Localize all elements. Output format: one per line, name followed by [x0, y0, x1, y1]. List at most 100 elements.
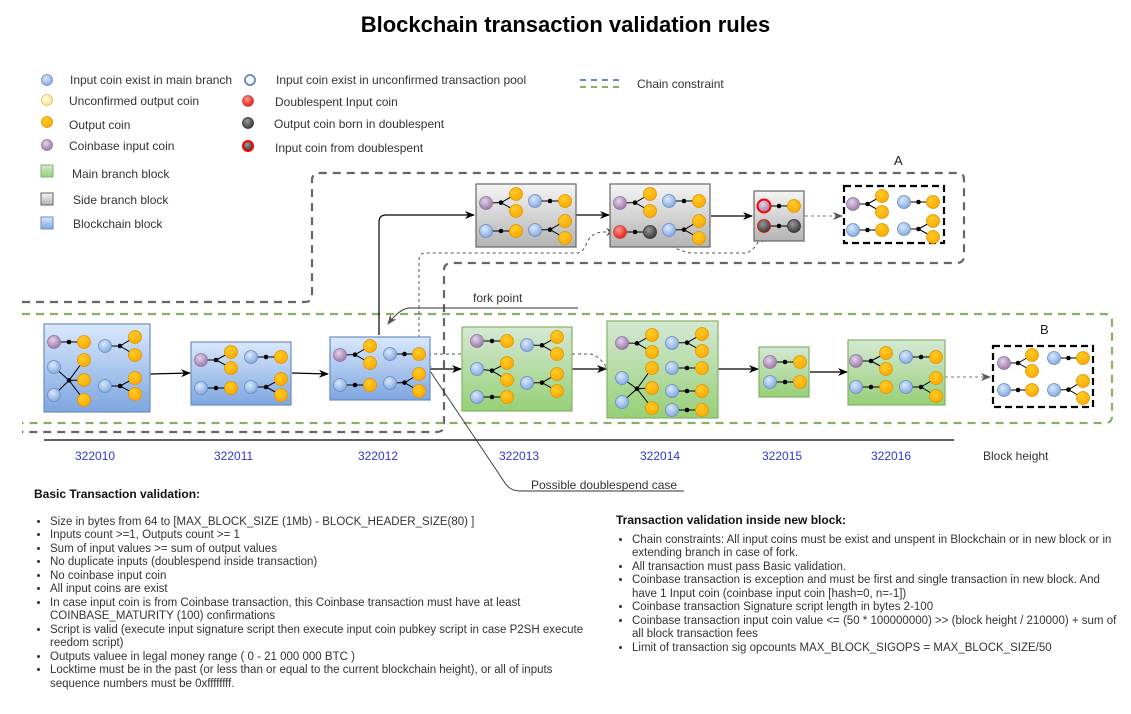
- block-322010[interactable]: [43, 323, 151, 413]
- basic-validation-list: Size in bytes from 64 to [MAX_BLOCK_SIZE…: [34, 516, 594, 692]
- input-coin-icon: [662, 194, 676, 208]
- transaction: [757, 219, 801, 233]
- side-block-3[interactable]: [753, 190, 805, 242]
- side-block-2[interactable]: [609, 183, 711, 248]
- legend-label-doublespent-input: Doublespent Input coin: [275, 95, 398, 109]
- input-coin-icon: [520, 376, 534, 390]
- branch-b-block[interactable]: [991, 344, 1095, 409]
- block-322012[interactable]: [329, 336, 431, 401]
- input-coin-icon: [383, 347, 397, 361]
- output-coin-icon: [550, 384, 564, 398]
- coinbase-coin-icon: [470, 334, 484, 348]
- side-block-1[interactable]: [475, 183, 577, 248]
- transaction: [383, 347, 426, 361]
- output-coin-icon: [929, 350, 943, 364]
- output-coin-icon: [128, 387, 142, 401]
- transaction: [665, 327, 709, 358]
- output-coin-icon: [77, 393, 91, 407]
- block-height-322013: 322013: [499, 449, 540, 463]
- rule-item: Coinbase transaction Signature script le…: [632, 601, 1126, 615]
- rule-item: Sum of input values >= sum of output val…: [50, 543, 594, 557]
- output-coin-icon: [929, 389, 943, 403]
- coinbase-coin-icon: [613, 196, 627, 210]
- rule-item: Coinbase transaction is exception and mu…: [632, 574, 1126, 601]
- transaction: [665, 361, 709, 375]
- legend-label-main-branch: Main branch block: [72, 167, 170, 181]
- arrow-322010-322011: [149, 369, 191, 378]
- output-coin-icon: [363, 378, 377, 392]
- rule-item: No coinbase input coin: [50, 570, 594, 584]
- input-coin-icon: [763, 375, 777, 389]
- transaction: [194, 381, 238, 395]
- coinbase-coin-icon: [479, 196, 493, 210]
- basic-validation-heading: Basic Transaction validation:: [34, 487, 201, 501]
- legend-label-output-doublespent: Output coin born in doublespent: [274, 117, 445, 131]
- coinbase-coin-icon: [194, 353, 208, 367]
- output-coin-icon: [363, 356, 377, 370]
- output-coin-icon: [550, 367, 564, 381]
- legend-output-icon: [41, 116, 53, 128]
- transaction: [528, 194, 572, 208]
- input-coin-icon: [665, 336, 679, 350]
- output-coin-icon: [643, 204, 657, 218]
- legend-label-input-main: Input coin exist in main branch: [70, 73, 233, 87]
- input-coin-icon: [665, 403, 679, 417]
- rule-item: Script is valid (execute input signature…: [50, 624, 594, 651]
- output-coin-icon: [645, 345, 659, 359]
- input-coin-icon: [479, 224, 493, 238]
- input-from-doublespent-coin-icon: [757, 219, 771, 233]
- output-coin-icon: [692, 231, 706, 245]
- transaction: [244, 372, 288, 402]
- rule-item: Locktime must be in the past (or less th…: [50, 664, 594, 691]
- output-coin-icon: [1025, 364, 1039, 378]
- output-coin-icon: [1076, 351, 1090, 365]
- input-coin-icon: [1047, 383, 1061, 397]
- transaction: [333, 378, 377, 392]
- block-322013[interactable]: [461, 326, 573, 412]
- branch-a-label: A: [894, 153, 903, 168]
- legend-coinbase-input-icon: [41, 139, 53, 151]
- output-coin-icon: [412, 384, 426, 398]
- output-coin-icon: [363, 339, 377, 353]
- block-validation-list: Chain constraints: All input coins must …: [616, 534, 1126, 656]
- coinbase-coin-icon: [756, 198, 772, 214]
- legend-unconfirmed-output-icon: [41, 94, 53, 106]
- fork-point-callout: [387, 307, 578, 325]
- block-height-322014: 322014: [640, 449, 681, 463]
- transaction: [333, 339, 377, 370]
- transaction: [615, 361, 659, 415]
- output-coin-icon: [645, 401, 659, 415]
- transaction: [899, 350, 943, 364]
- block-322014[interactable]: [606, 320, 719, 419]
- branch-a-block[interactable]: [842, 184, 946, 245]
- output-coin-icon: [926, 230, 940, 244]
- transaction: [470, 334, 514, 348]
- transaction: [846, 189, 889, 219]
- block-322011[interactable]: [190, 341, 292, 406]
- legend-label-output: Output coin: [69, 118, 131, 132]
- input-coin-icon: [383, 376, 397, 390]
- input-coin-icon: [662, 223, 676, 237]
- output-coin-icon: [550, 330, 564, 344]
- output-coin-icon: [929, 371, 943, 385]
- block-322016[interactable]: [847, 339, 946, 406]
- output-coin-icon: [224, 361, 238, 375]
- branch-a-region: [22, 171, 966, 434]
- input-coin-icon: [98, 379, 112, 393]
- block-322015[interactable]: [758, 346, 810, 398]
- output-coin-icon: [879, 346, 893, 360]
- transaction: [613, 225, 657, 239]
- output-coin-icon: [558, 194, 572, 208]
- block-height-322010: 322010: [75, 449, 116, 463]
- basic-validation-section: Basic Transaction validation: Size in by…: [34, 487, 594, 692]
- transaction: [899, 371, 943, 403]
- transaction: [613, 187, 657, 218]
- legend-label-input-pool: Input coin exist in unconfirmed transact…: [276, 73, 527, 87]
- input-coin-icon: [47, 360, 61, 374]
- output-coin-icon: [926, 214, 940, 228]
- output-coin-icon: [77, 353, 91, 367]
- transaction: [615, 328, 659, 359]
- output-coin-icon: [643, 187, 657, 201]
- output-coin-icon: [412, 367, 426, 381]
- transaction: [756, 198, 801, 214]
